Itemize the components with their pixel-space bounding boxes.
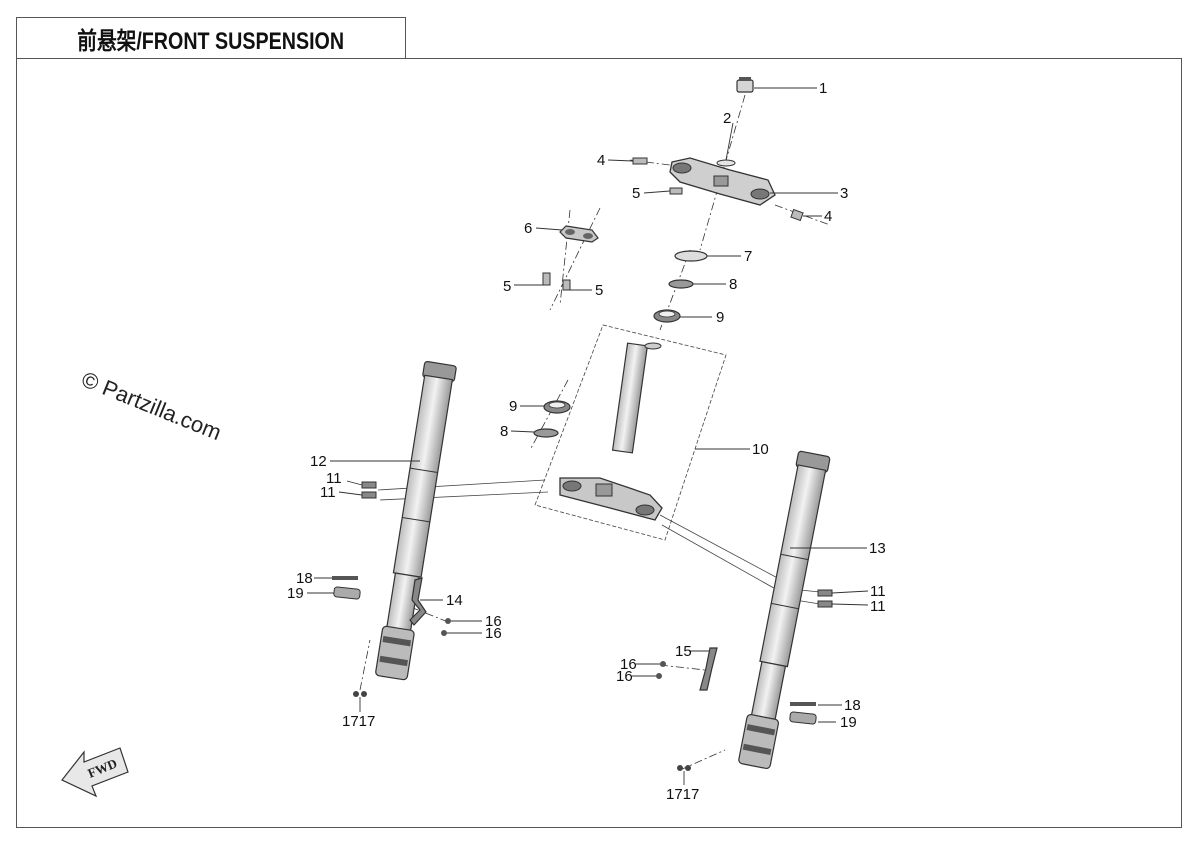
callout-16a: 16 [485,613,502,630]
callout-labels: 1 2 3 4 4 5 5 5 6 7 8 8 9 9 10 11 11 11 … [287,80,886,803]
part-reflector-right [789,702,817,725]
callout-8a: 8 [729,276,737,293]
part-hose-bracket-left [409,577,427,626]
callout-17b: 1717 [666,786,699,803]
part-bolt-5-upper [669,187,683,195]
part-washer [716,159,736,167]
part-reflector-left [332,576,361,600]
callout-16c: 16 [620,656,637,673]
part-clamp-bolts-left [361,481,377,499]
callout-17a: 1717 [342,713,375,730]
part-bearing-lower [543,400,571,414]
part-screws-17 [353,691,691,771]
diagram-frame [16,58,1182,828]
part-left-fork [375,360,457,681]
part-bolt-5-left [542,272,551,286]
part-stem-nut [736,77,754,93]
callout-14: 14 [446,592,463,609]
callout-5b: 5 [503,278,511,295]
callout-7: 7 [744,248,752,265]
stem-assembly-outline [534,324,727,541]
part-upper-triple-clamp [669,157,776,206]
part-bearing-race-upper [668,279,694,289]
callout-10: 10 [752,441,769,458]
part-screws-16 [441,618,666,679]
callout-18b: 18 [844,697,861,714]
callout-18a: 18 [296,570,313,587]
part-right-fork [738,450,831,770]
part-bearing-upper [653,309,681,323]
fwd-arrow-icon: FWD [61,747,129,798]
part-clamp-bolts-right [817,589,833,608]
callout-16d: 16 [616,668,633,685]
callout-4a: 4 [597,152,605,169]
watermark: © Partzilla.com [78,366,225,445]
callout-15: 15 [675,643,692,660]
callout-5c: 5 [595,282,603,299]
part-bearing-race-lower [533,428,559,438]
part-dust-seal [674,250,708,262]
callout-6: 6 [524,220,532,237]
callout-3: 3 [840,185,848,202]
part-bolt-4-lower [790,208,804,222]
part-steering-stem [559,342,663,521]
callout-12: 12 [310,453,327,470]
leader-lines [307,87,869,785]
callout-11b: 11 [320,484,336,501]
callout-8b: 8 [500,423,508,440]
callout-19a: 19 [287,585,304,602]
part-hose-bracket-right [699,647,718,691]
page-title: 前悬架/FRONT SUSPENSION [77,27,345,55]
callout-1: 1 [819,80,827,97]
callout-11d: 11 [870,598,886,615]
callout-11c: 11 [870,583,886,600]
part-bolt-4-upper [632,157,648,165]
callout-16b: 16 [485,625,502,642]
part-handlebar-clamp [559,225,599,243]
part-bolt-5-right [562,279,571,291]
callout-5a: 5 [632,185,640,202]
callout-11a: 11 [326,470,342,487]
title-box: 前悬架/FRONT SUSPENSION [16,17,406,59]
callout-9a: 9 [716,309,724,326]
callout-9b: 9 [509,398,517,415]
callout-2: 2 [723,110,731,127]
callout-19b: 19 [840,714,857,731]
callout-13: 13 [869,540,886,557]
callout-4b: 4 [824,208,832,225]
